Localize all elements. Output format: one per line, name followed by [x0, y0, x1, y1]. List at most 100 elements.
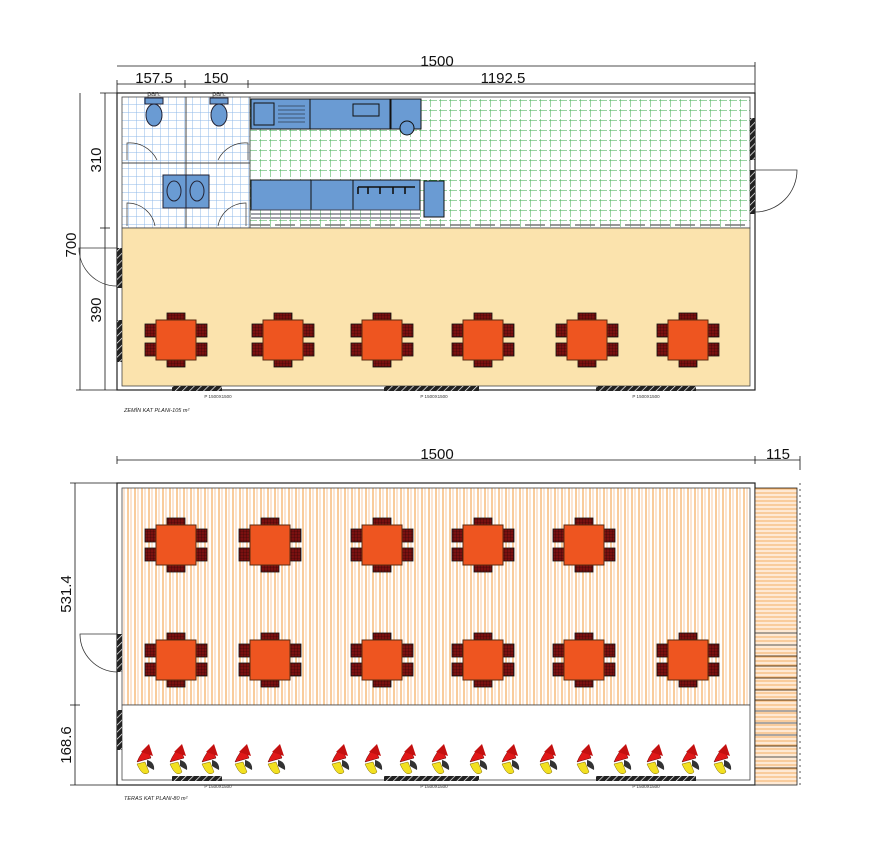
plant-icon [646, 744, 665, 774]
chair [144, 342, 158, 357]
plant-icon [469, 744, 488, 774]
table [155, 639, 197, 681]
dim-kitchen-width: 1192.5 [481, 70, 526, 87]
chair [288, 662, 302, 677]
terrace-door [117, 634, 122, 672]
chair [605, 323, 619, 338]
table [667, 639, 709, 681]
chair [194, 662, 208, 677]
chair [605, 342, 619, 357]
entrance-door-swing [754, 169, 798, 213]
toilet [209, 97, 229, 127]
chair [144, 643, 158, 658]
table [361, 524, 403, 566]
window [384, 386, 479, 391]
plant-icon [201, 744, 220, 774]
plant-icon [267, 744, 286, 774]
plant-icon [539, 744, 558, 774]
window-label: P 1500X1500 [632, 394, 660, 399]
dining-table-set [656, 632, 720, 688]
chair [350, 643, 364, 658]
dimension-lines [76, 62, 756, 391]
chair [602, 528, 616, 543]
chair [301, 323, 315, 338]
table [566, 319, 608, 361]
dining-table-set [451, 632, 515, 688]
chair [451, 528, 465, 543]
chair [552, 662, 566, 677]
chair [251, 342, 265, 357]
chair [656, 342, 670, 357]
chair [602, 662, 616, 677]
table [155, 524, 197, 566]
terrace-floor-caption: TERAS KAT PLANI-80 m² [124, 796, 188, 802]
window-label: P 1500X1500 [204, 394, 232, 399]
terrace-tables [144, 517, 720, 688]
dining-table-set [552, 632, 616, 688]
side-window [750, 118, 755, 160]
kitchen-equipment [250, 98, 445, 219]
chair [501, 662, 515, 677]
dim-total-width: 1500 [420, 53, 453, 70]
dim-total-depth: 700 [63, 232, 80, 257]
table [249, 524, 291, 566]
ground-floor-tables [144, 312, 720, 368]
chair [238, 547, 252, 562]
chair [350, 662, 364, 677]
plant-icon [576, 744, 595, 774]
window [172, 386, 222, 391]
ground-floor-plan: 1500 157.5 150 1192.5 310 390 700 pan. p… [63, 53, 798, 414]
ground-floor-caption: ZEMİN KAT PLANI-105 m² [123, 407, 189, 414]
window-label: P 1500X1500 [420, 394, 448, 399]
chair [400, 547, 414, 562]
chair [194, 528, 208, 543]
window [596, 776, 696, 781]
stairs [755, 632, 797, 769]
toilet [144, 97, 164, 127]
window-label: P 1500X1500 [632, 784, 660, 789]
chair [602, 643, 616, 658]
dining-table-set [451, 517, 515, 573]
plant-icon [681, 744, 700, 774]
window [384, 776, 479, 781]
dining-area [121, 227, 751, 387]
chair [656, 662, 670, 677]
plant-icon [364, 744, 383, 774]
chair [451, 643, 465, 658]
chair [400, 323, 414, 338]
chair [656, 323, 670, 338]
chair [288, 528, 302, 543]
plant-icon [169, 744, 188, 774]
window [172, 776, 222, 781]
table [361, 319, 403, 361]
side-window [117, 320, 122, 362]
chair [350, 342, 364, 357]
table [563, 639, 605, 681]
stove [352, 179, 421, 211]
chair [555, 323, 569, 338]
chair [400, 662, 414, 677]
chair [194, 342, 208, 357]
side-door [117, 248, 122, 288]
window-label: P 1500X1500 [420, 784, 448, 789]
table [462, 524, 504, 566]
side-deck [754, 487, 798, 786]
table [361, 639, 403, 681]
dining-table-set [238, 517, 302, 573]
chair [501, 528, 515, 543]
table [563, 524, 605, 566]
chair [451, 342, 465, 357]
dining-table-set [144, 312, 208, 368]
dining-table-set [555, 312, 619, 368]
chair [552, 643, 566, 658]
chair [400, 528, 414, 543]
table [462, 319, 504, 361]
chair [552, 528, 566, 543]
planter-plants [136, 744, 732, 774]
chair [194, 547, 208, 562]
side-window [117, 710, 122, 750]
chair [144, 662, 158, 677]
toilet-label: pan. [147, 91, 161, 98]
chair [706, 342, 720, 357]
dining-table-set [656, 312, 720, 368]
